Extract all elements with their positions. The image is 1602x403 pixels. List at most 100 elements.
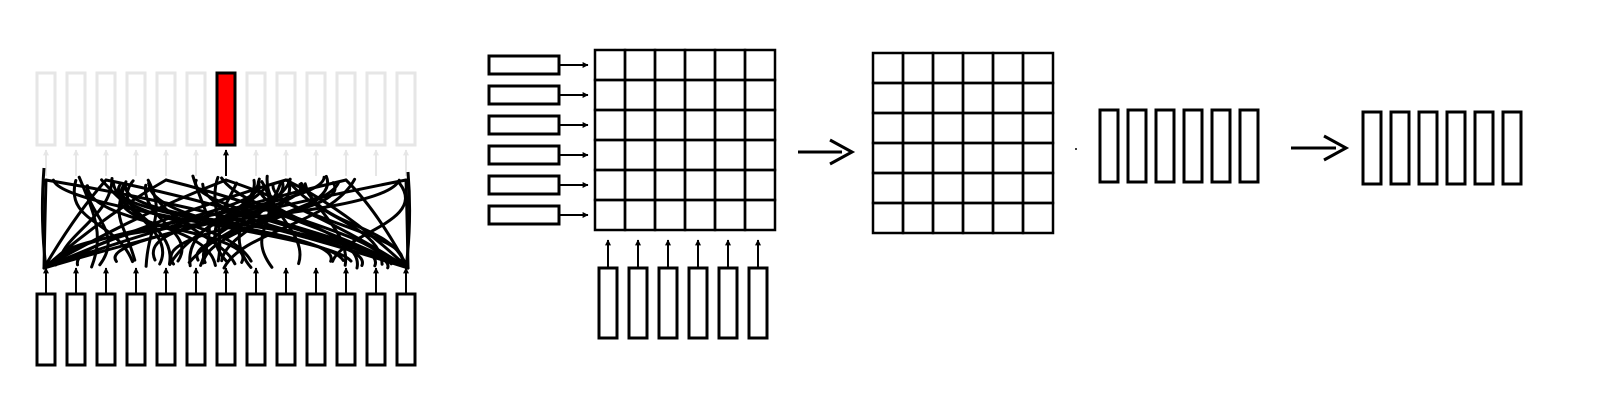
connection-line	[51, 178, 353, 263]
matrix-cell	[653, 198, 687, 232]
matrix-cell	[931, 51, 965, 85]
matrix-cell	[713, 108, 747, 142]
transformed-matrix-panel	[871, 51, 1055, 235]
matrix-cell	[991, 171, 1025, 205]
matrix-cell	[683, 48, 717, 82]
matrix-cell	[1021, 111, 1055, 145]
row-arrows	[560, 62, 589, 218]
matrix-cell	[743, 48, 777, 82]
matrix-cell	[871, 171, 905, 205]
matrix-cell	[623, 168, 657, 202]
input-vector	[395, 292, 417, 367]
output-vector	[185, 71, 207, 147]
input-vector	[65, 292, 87, 367]
matrix-cell	[931, 141, 965, 175]
output-vector	[125, 71, 147, 147]
matrix-cell	[991, 81, 1025, 115]
connection-line	[42, 178, 228, 270]
sequence-vector	[1182, 108, 1204, 184]
matrix-cell	[901, 81, 935, 115]
matrix-cell	[683, 168, 717, 202]
matrix-cell	[743, 168, 777, 202]
matrix-cell	[593, 198, 627, 232]
matrix-cell	[623, 198, 657, 232]
matrix-cell	[653, 48, 687, 82]
highlighted-output-vector	[215, 71, 237, 147]
connection-line	[224, 178, 410, 270]
connection-line	[164, 178, 410, 270]
connection-lines	[40, 167, 412, 270]
matrix-cell	[961, 51, 995, 85]
arrow-head	[829, 138, 856, 166]
matrix-cell	[901, 111, 935, 145]
matrix-cell	[683, 198, 717, 232]
matrix-cell	[901, 171, 935, 205]
output-vector	[35, 71, 57, 147]
row-vector-stack	[487, 54, 561, 226]
column-vector	[717, 266, 739, 340]
row-vector	[487, 204, 561, 226]
matrix-cell	[623, 108, 657, 142]
output-vector	[365, 71, 387, 147]
input-vector	[35, 292, 57, 367]
matrix-cell	[713, 78, 747, 112]
matrix-cell	[683, 138, 717, 172]
output-vector	[275, 71, 297, 147]
matrix-cell	[623, 48, 657, 82]
matrix-cell	[991, 201, 1025, 235]
column-vector	[687, 266, 709, 340]
matrix-cell	[653, 138, 687, 172]
matrix-cell	[961, 81, 995, 115]
sequence-vector	[1417, 110, 1439, 186]
matrix-cell	[713, 168, 747, 202]
matrix-cell	[593, 48, 627, 82]
output-vector	[335, 71, 357, 147]
matrix-cell	[991, 141, 1025, 175]
sequence-vector	[1473, 110, 1495, 186]
matrix-cell	[961, 141, 995, 175]
input-vector	[365, 292, 387, 367]
input-vector	[335, 292, 357, 367]
input-vector	[155, 292, 177, 367]
connection-line	[284, 178, 410, 270]
output-arrows	[43, 149, 409, 176]
matrix-cell	[871, 51, 905, 85]
connection-line	[125, 179, 172, 266]
matrix-cell	[1021, 171, 1055, 205]
output-vector	[395, 71, 417, 147]
matrix-cell	[683, 108, 717, 142]
output-vector-row	[35, 71, 417, 147]
sequence-vector	[1210, 108, 1232, 184]
sequence-vector	[1098, 108, 1120, 184]
matrix-cell	[931, 201, 965, 235]
matrix-cell	[871, 141, 905, 175]
matrix-cell	[653, 168, 687, 202]
connection-line	[237, 181, 261, 269]
matrix-cell	[713, 48, 747, 82]
input-vector	[185, 292, 207, 367]
output-vector	[155, 71, 177, 147]
connection-line	[42, 178, 168, 270]
arrow-head	[1323, 134, 1350, 162]
connection-line	[42, 178, 108, 270]
separator-dot	[1075, 148, 1077, 150]
matrix-cell	[623, 78, 657, 112]
right-arrow-icon	[1291, 134, 1350, 162]
connection-line	[195, 174, 330, 262]
input-vector	[275, 292, 297, 367]
row-vector	[487, 114, 561, 136]
matrix-cell	[653, 78, 687, 112]
transformed-matrix	[871, 51, 1055, 235]
sequence-vector	[1361, 110, 1383, 186]
connection-line	[42, 178, 408, 270]
pairwise-matrix-panel	[487, 48, 777, 340]
matrix-cell	[593, 138, 627, 172]
matrix-cell	[713, 138, 747, 172]
column-vector	[657, 266, 679, 340]
matrix-cell	[901, 201, 935, 235]
sequence-vector	[1501, 110, 1523, 186]
sequence-vector	[1445, 110, 1467, 186]
matrix-cell	[623, 138, 657, 172]
matrix-cell	[1021, 81, 1055, 115]
